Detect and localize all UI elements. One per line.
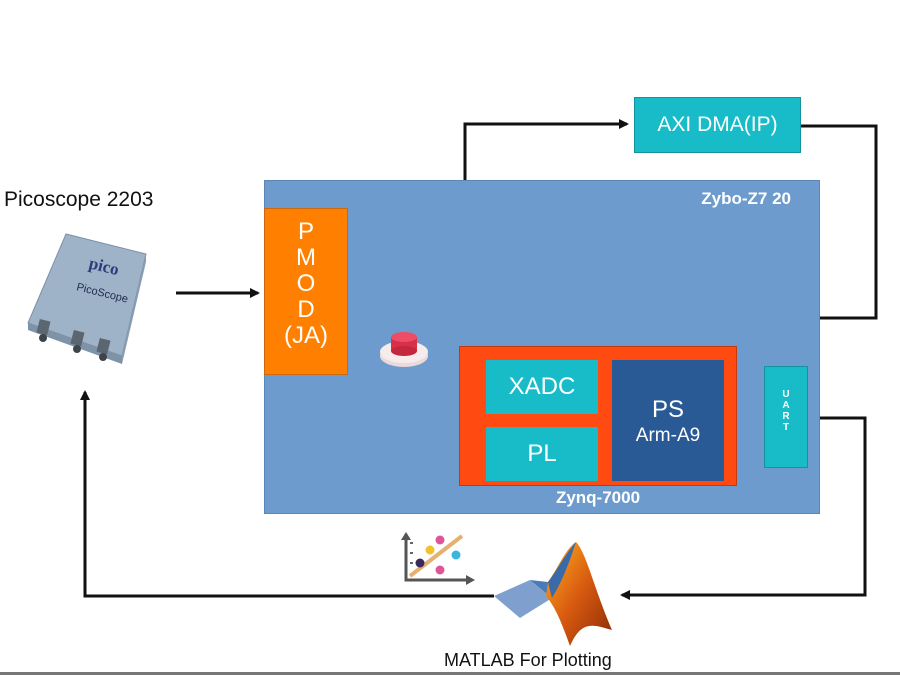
pl-block: PL	[486, 427, 598, 481]
bottom-divider	[0, 672, 900, 675]
pmod-letter: P	[297, 218, 314, 245]
pmod-ja-block: P M O D (JA)	[264, 208, 348, 375]
pmod-letter: D	[297, 296, 315, 323]
push-button-icon	[380, 332, 428, 367]
uart-letter: R	[782, 411, 790, 422]
uart-letter: T	[782, 422, 790, 433]
bnc-connector	[70, 329, 85, 353]
board-label: Zybo-Z7 20	[701, 189, 791, 208]
matlab-logo-icon	[494, 542, 612, 646]
uart-letter: U	[782, 389, 790, 400]
pmod-letter: M	[296, 244, 316, 271]
matlab-label: MATLAB For Plotting	[444, 650, 612, 670]
ps-title: PS	[651, 395, 684, 423]
scatter-plot-icon	[401, 532, 475, 585]
bnc-connector	[36, 318, 51, 342]
connector-matlab-for-plotting-to-picoscope-2203	[620, 416, 867, 600]
pmod-sub: (JA)	[284, 322, 328, 349]
uart-block: U A R T	[764, 366, 808, 468]
picoscope-label: Picoscope 2203	[4, 188, 154, 211]
zynq-label: Zynq-7000	[555, 488, 641, 507]
oscilloscope-device-icon: pico PicoScope	[27, 233, 147, 364]
axi-dma-block: AXI DMA(IP)	[634, 97, 801, 153]
bnc-connector	[96, 337, 111, 361]
ps-block: PS Arm-A9	[612, 360, 724, 481]
connector	[80, 390, 494, 598]
xadc-block: XADC	[486, 360, 598, 414]
uart-letter: A	[782, 400, 790, 411]
ps-subtitle: Arm-A9	[635, 424, 701, 446]
pmod-letter: O	[296, 270, 316, 297]
